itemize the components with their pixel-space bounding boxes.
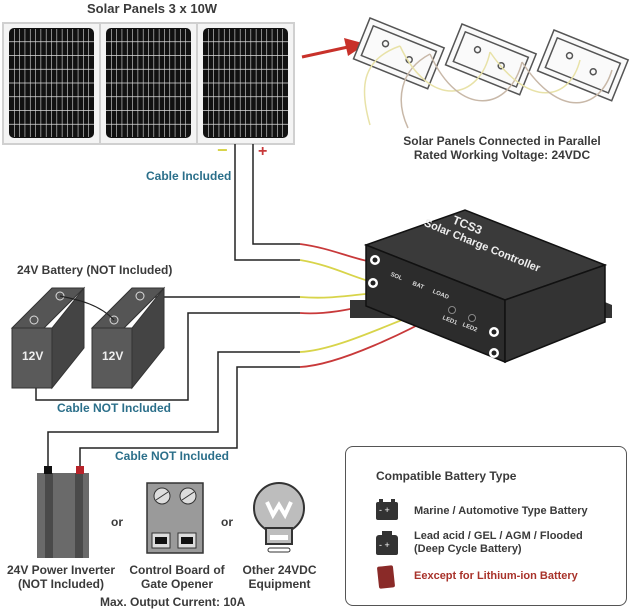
solar-panels-title: Solar Panels 3 x 10W bbox=[87, 1, 218, 16]
battery-12v-left bbox=[10, 286, 86, 390]
parallel-note-line2: Rated Working Voltage: 24VDC bbox=[413, 148, 591, 162]
charge-controller bbox=[350, 209, 612, 364]
load-cable-label: Cable NOT Included bbox=[115, 449, 230, 463]
battery-left-voltage: 12V bbox=[22, 349, 44, 363]
positive-polarity-label: + bbox=[258, 143, 268, 160]
legend-item-2: Lead acid / GEL / AGM / Flooded (Deep Cy… bbox=[414, 530, 583, 556]
light-bulb-icon bbox=[253, 482, 305, 553]
legend-item-2-line2: (Deep Cycle Battery) bbox=[414, 543, 522, 555]
load-equipment-line1: Other 24VDC bbox=[242, 563, 317, 577]
compatible-battery-legend: Compatible Battery Type - + Marine / Aut… bbox=[345, 446, 627, 606]
cable-load-to-controller bbox=[47, 351, 300, 470]
negative-polarity-label: − bbox=[217, 140, 228, 160]
load-control-board-label: Control Board of Gate Opener bbox=[122, 563, 232, 591]
gate-opener-control-board bbox=[146, 482, 204, 554]
load-control-board-line2: Gate Opener bbox=[140, 577, 214, 591]
parallel-note-line1: Solar Panels Connected in Parallel bbox=[403, 134, 601, 148]
max-output-label: Max. Output Current: 10A bbox=[100, 595, 246, 609]
or-label-2: or bbox=[221, 515, 233, 529]
legend-item-2-line1: Lead acid / GEL / AGM / Flooded bbox=[414, 530, 583, 542]
load-inverter-label: 24V Power Inverter (NOT Included) bbox=[2, 563, 120, 591]
or-label-1: or bbox=[111, 515, 123, 529]
load-control-board-line1: Control Board of bbox=[129, 563, 225, 577]
battery-right-voltage: 12V bbox=[102, 349, 124, 363]
parallel-note: Solar Panels Connected in Parallel Rated… bbox=[402, 134, 602, 162]
solar-panel-array bbox=[2, 22, 295, 145]
cable-included-label: Cable Included bbox=[146, 169, 232, 183]
cable-panel-to-controller bbox=[234, 144, 300, 261]
battery-title: 24V Battery (NOT Included) bbox=[17, 263, 173, 277]
parallel-panels-illustration bbox=[352, 17, 630, 129]
load-inverter-line2: (NOT Included) bbox=[18, 577, 104, 591]
lithium-battery-icon bbox=[376, 565, 396, 589]
load-equipment-label: Other 24VDC Equipment bbox=[232, 563, 327, 591]
load-inverter-line1: 24V Power Inverter bbox=[6, 563, 116, 577]
battery-cable-label: Cable NOT Included bbox=[57, 401, 172, 415]
legend-item-1: Marine / Automotive Type Battery bbox=[414, 505, 588, 517]
car-battery-icon: - + bbox=[376, 499, 398, 520]
legend-item-3: Eexcept for Lithium-ion Battery bbox=[414, 570, 578, 582]
legend-title: Compatible Battery Type bbox=[376, 469, 517, 483]
power-inverter bbox=[37, 466, 89, 558]
battery-12v-right bbox=[90, 286, 166, 390]
load-equipment-line2: Equipment bbox=[248, 577, 311, 591]
deep-cycle-battery-icon: - + bbox=[376, 531, 398, 555]
